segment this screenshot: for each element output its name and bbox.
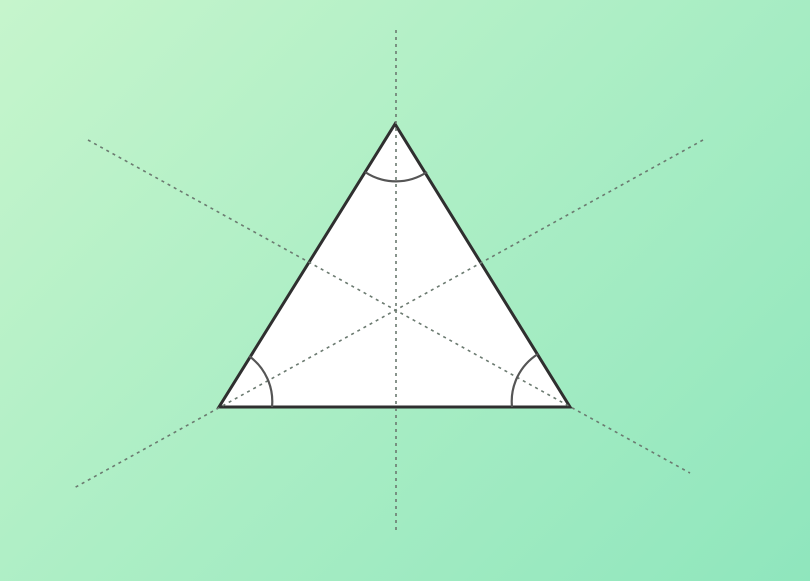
equilateral-triangle <box>216 121 573 409</box>
angle-arc-top <box>364 171 428 183</box>
symmetry-line-ascending <box>73 139 704 489</box>
angle-arc-bottom-left <box>248 355 274 408</box>
angle-arc-bottom-right <box>510 353 539 408</box>
symmetry-line-descending <box>87 139 691 474</box>
